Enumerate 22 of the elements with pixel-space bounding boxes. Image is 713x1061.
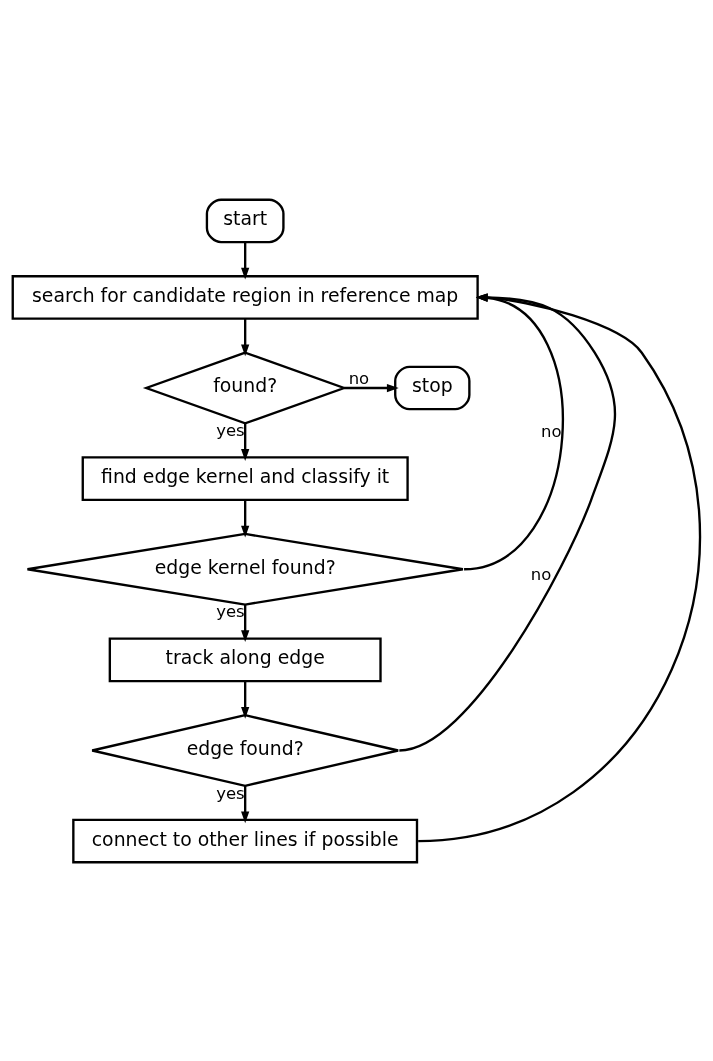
arrow bbox=[241, 785, 250, 823]
node-diamond: edge found? bbox=[91, 713, 400, 787]
edge-label: no bbox=[348, 368, 370, 388]
arrow bbox=[241, 604, 250, 642]
node-box: find edge kernel and classify it bbox=[81, 455, 409, 501]
node-box: start bbox=[205, 198, 285, 243]
node-diamond: edge kernel found? bbox=[26, 532, 465, 606]
arrow bbox=[418, 293, 701, 842]
arrow bbox=[241, 241, 250, 280]
arrow bbox=[241, 499, 250, 537]
arrow bbox=[241, 680, 250, 719]
node-box: track along edge bbox=[108, 637, 382, 682]
arrow bbox=[399, 292, 617, 752]
arrow bbox=[344, 383, 399, 392]
arrow bbox=[241, 423, 250, 461]
node-box: search for candidate region in reference map bbox=[11, 274, 479, 320]
edge-label: no bbox=[530, 564, 552, 584]
node-box: connect to other lines if possible bbox=[72, 818, 419, 863]
arrow bbox=[463, 293, 564, 570]
edge-label: no bbox=[541, 421, 562, 441]
arrow bbox=[241, 318, 250, 356]
node-box: stop bbox=[394, 365, 471, 410]
